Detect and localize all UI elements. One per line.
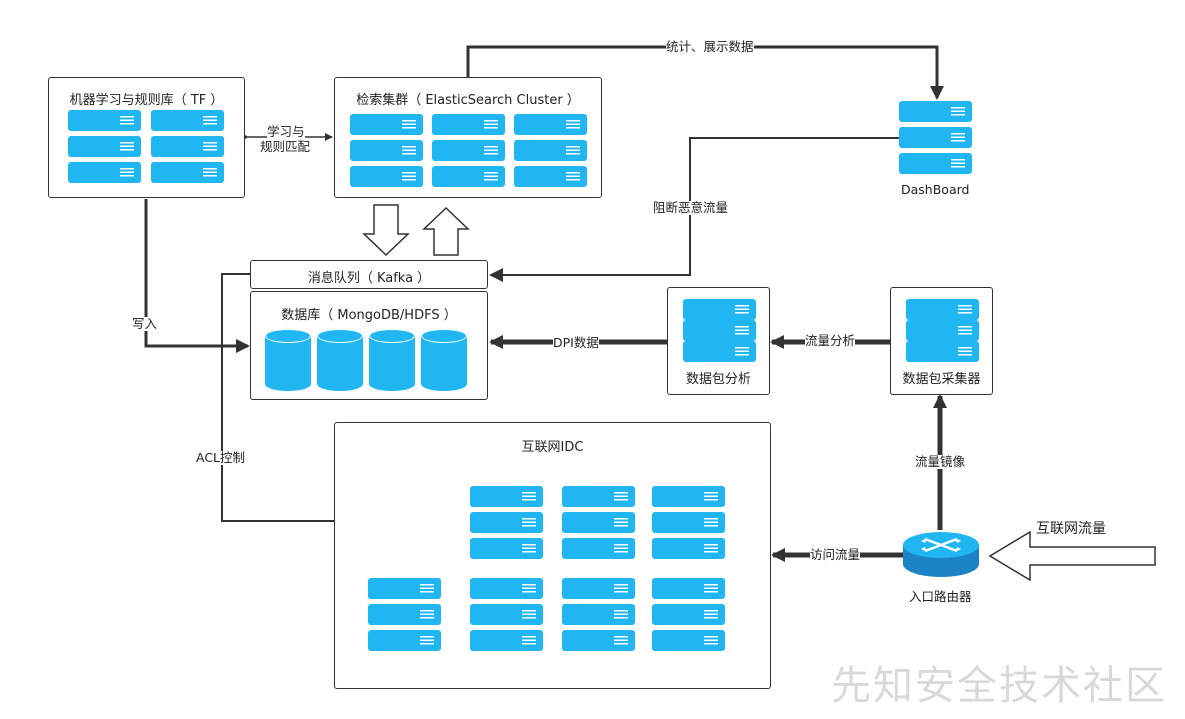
server-icon bbox=[683, 320, 756, 341]
server-icon bbox=[350, 114, 423, 135]
server-icon bbox=[652, 512, 725, 533]
flow-analysis-label: 流量分析 bbox=[805, 333, 856, 348]
db-box: 数据库（ MongoDB/HDFS ） bbox=[250, 291, 488, 400]
acl-arrow bbox=[221, 273, 364, 528]
hollow-up-arrow bbox=[422, 206, 470, 256]
idc-box: 互联网IDC bbox=[334, 422, 771, 689]
server-icon bbox=[906, 299, 979, 320]
tf-box: 机器学习与规则库（ TF ） bbox=[48, 77, 245, 198]
server-icon bbox=[68, 136, 141, 157]
server-icon bbox=[899, 127, 972, 148]
hollow-down-arrow bbox=[362, 204, 410, 257]
db-title: 数据库（ MongoDB/HDFS ） bbox=[281, 308, 457, 323]
server-icon bbox=[652, 578, 725, 599]
watermark: 先知安全技术社区 bbox=[831, 663, 1167, 709]
server-icon bbox=[350, 140, 423, 161]
database-icon bbox=[265, 329, 311, 391]
server-icon bbox=[470, 512, 543, 533]
server-icon bbox=[562, 578, 635, 599]
server-icon bbox=[68, 110, 141, 131]
server-icon bbox=[68, 162, 141, 183]
server-icon bbox=[652, 486, 725, 507]
write-label: 写入 bbox=[132, 316, 158, 331]
server-icon bbox=[514, 166, 587, 187]
server-icon bbox=[562, 630, 635, 651]
server-icon bbox=[350, 166, 423, 187]
server-icon bbox=[514, 114, 587, 135]
database-icon bbox=[369, 329, 415, 391]
access-label: 访问流量 bbox=[810, 547, 861, 562]
kafka-title: 消息队列（ Kafka ） bbox=[307, 271, 431, 286]
stats-label: 统计、展示数据 bbox=[666, 39, 754, 54]
write-arrow bbox=[144, 199, 250, 353]
dpi-label: DPI数据 bbox=[553, 335, 599, 350]
server-icon bbox=[432, 114, 505, 135]
server-icon bbox=[899, 101, 972, 122]
pkt-collector-title: 数据包采集器 bbox=[902, 372, 981, 387]
es-box: 检索集群（ ElasticSearch Cluster ） bbox=[334, 77, 602, 198]
database-icon bbox=[421, 329, 467, 391]
server-icon bbox=[683, 341, 756, 362]
server-icon bbox=[652, 630, 725, 651]
router-icon bbox=[903, 532, 979, 577]
server-icon bbox=[470, 538, 543, 559]
es-title: 检索集群（ ElasticSearch Cluster ） bbox=[356, 93, 580, 108]
server-icon bbox=[151, 110, 224, 131]
server-icon bbox=[432, 166, 505, 187]
server-icon bbox=[652, 604, 725, 625]
kafka-box: 消息队列（ Kafka ） bbox=[250, 260, 488, 289]
tf-title: 机器学习与规则库（ TF ） bbox=[69, 93, 224, 108]
server-icon bbox=[562, 512, 635, 533]
mirror-label: 流量镜像 bbox=[915, 454, 966, 469]
server-icon bbox=[906, 320, 979, 341]
server-icon bbox=[368, 578, 441, 599]
server-icon bbox=[368, 630, 441, 651]
idc-title: 互联网IDC bbox=[521, 440, 584, 455]
server-icon bbox=[151, 136, 224, 157]
pkt-analysis-box: 数据包分析 bbox=[667, 287, 770, 395]
server-icon bbox=[562, 604, 635, 625]
database-icon bbox=[317, 329, 363, 391]
router-label: 入口路由器 bbox=[909, 589, 972, 604]
server-icon bbox=[470, 486, 543, 507]
server-icon bbox=[562, 486, 635, 507]
dashboard-label: DashBoard bbox=[901, 182, 970, 197]
server-icon bbox=[514, 140, 587, 161]
acl-label: ACL控制 bbox=[196, 450, 246, 465]
server-icon bbox=[652, 538, 725, 559]
server-icon bbox=[906, 341, 979, 362]
internet-traffic-label: 互联网流量 bbox=[1036, 521, 1106, 537]
server-icon bbox=[562, 538, 635, 559]
pkt-analysis-title: 数据包分析 bbox=[685, 372, 751, 387]
learn-match-label-2: 规则匹配 bbox=[260, 139, 311, 154]
pkt-collector-box: 数据包采集器 bbox=[890, 287, 993, 395]
server-icon bbox=[899, 153, 972, 174]
server-icon bbox=[368, 604, 441, 625]
server-icon bbox=[151, 162, 224, 183]
server-icon bbox=[432, 140, 505, 161]
server-icon bbox=[470, 578, 543, 599]
block-label: 阻断恶意流量 bbox=[653, 200, 729, 215]
server-icon bbox=[470, 604, 543, 625]
learn-match-label-1: 学习与 bbox=[267, 124, 305, 139]
server-icon bbox=[470, 630, 543, 651]
internet-traffic-arrow bbox=[988, 530, 1156, 582]
server-icon bbox=[683, 299, 756, 320]
